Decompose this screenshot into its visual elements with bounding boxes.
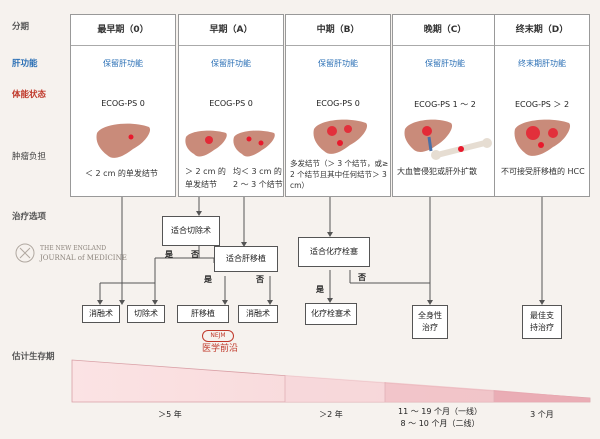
liver-function-value: 终末期肝功能 (518, 59, 566, 68)
liver-illustration (185, 130, 227, 157)
nejm-logo: THE NEW ENGLAND JOURNAL of MEDICINE (14, 242, 134, 266)
tumor-lesion (205, 136, 213, 144)
treatment-row-label: 治疗选项 (12, 212, 47, 222)
treatment-chemoembolization: 化疗栓塞术 (305, 303, 357, 325)
transplant-fit-decision: 适合肝移植 (214, 246, 278, 272)
no-label: 否 (256, 275, 264, 284)
tumor-burden-desc: 多发结节（＞ 3 个结节，或≥ 2 个结节且其中任何结节＞ 3 cm） (290, 159, 389, 190)
stage-column-advanced: 晚期（C） 保留肝功能 ECOG-PS 1 ～ 2 大血管侵犯或肝外扩散 (392, 14, 498, 197)
tumor-lesion (344, 125, 352, 133)
ecog-value: ECOG-PS 0 (316, 99, 360, 108)
survival-advanced-second-line: 8 ～ 10 个月（二线） (400, 419, 480, 428)
bone-icon (431, 138, 492, 160)
stage-column-terminal: 终末期（D） 终末期肝功能 ECOG-PS ＞ 2 不可接受肝移植的 HCC (494, 14, 590, 197)
nejm-seal-icon (15, 243, 35, 263)
tumor-burden-desc: ＜ 2 cm 的单发结节 (85, 169, 158, 178)
vessel-icon (427, 136, 433, 152)
tumor-lesion (246, 136, 252, 142)
stage-column-early: 早期（A） 保留肝功能 ECOG-PS 0 ＞ 2 cm 的单发结节 均＜ 3 … (178, 14, 284, 197)
tumor-burden-desc: 大血管侵犯或肝外扩散 (397, 167, 477, 176)
liver-illustration (233, 130, 275, 157)
ecog-value: ECOG-PS ＞ 2 (514, 100, 570, 109)
nejm-cn-logo: NEJM 医学前沿 (202, 328, 272, 354)
survival-very-early: ＞5 年 (158, 410, 182, 419)
liver-illustration (313, 119, 368, 154)
treatment-systemic: 全身性治疗 (412, 305, 448, 339)
yes-label: 是 (165, 250, 173, 259)
liver-illustration (96, 123, 151, 158)
stage-row-label: 分期 (12, 22, 30, 32)
survival-advanced-first-line: 11 ～ 19 个月（一线） (398, 407, 482, 416)
nejm-cn-text: 医学前沿 (202, 344, 239, 354)
ecog-value: ECOG-PS 1 ～ 2 (414, 100, 476, 109)
tumor-lesion (258, 140, 264, 146)
nejm-logo-line1: THE NEW ENGLAND (40, 245, 107, 252)
resection-fit-decision: 适合切除术 (162, 216, 220, 246)
liver-function-value: 保留肝功能 (425, 59, 465, 68)
liver-function-value: 保留肝功能 (103, 59, 143, 68)
liver-illustration (404, 119, 453, 152)
stage-column-very-early: 最早期（0） 保留肝功能 ECOG-PS 0 ＜ 2 cm 的单发结节 (70, 14, 176, 197)
stage-title: 中期（B） (286, 15, 390, 46)
liver-function-value: 保留肝功能 (318, 59, 358, 68)
survival-row-label: 估计生存期 (12, 352, 55, 362)
stage-title: 终末期（D） (495, 15, 589, 46)
tumor-lesion (538, 142, 544, 148)
tumor-lesion (337, 140, 343, 146)
stage-column-intermediate: 中期（B） 保留肝功能 ECOG-PS 0 多发结节（＞ 3 个结节，或≥ 2 … (285, 14, 391, 197)
treatment-ablation: 消融术 (238, 305, 278, 323)
tumor-lesion (422, 126, 432, 136)
tumor-lesion (526, 126, 540, 140)
tumor-burden-row-label: 肿瘤负担 (12, 152, 47, 162)
no-label: 否 (358, 273, 366, 282)
tumor-lesion (327, 126, 337, 136)
liver-illustration (514, 119, 571, 156)
nejm-cn-badge: NEJM (202, 330, 234, 342)
treatment-best-support: 最佳支持治疗 (522, 305, 562, 339)
stage-title: 早期（A） (179, 15, 283, 46)
survival-advanced: 11 ～ 19 个月（一线） 8 ～ 10 个月（二线） (384, 406, 496, 430)
treatment-ablation: 消融术 (82, 305, 120, 323)
treatment-transplant: 肝移植 (177, 305, 229, 323)
stage-title: 晚期（C） (393, 15, 497, 46)
yes-label: 是 (204, 275, 212, 284)
yes-label: 是 (316, 285, 324, 294)
treatment-resection: 切除术 (127, 305, 165, 323)
survival-terminal: 3 个月 (530, 410, 554, 419)
nejm-logo-line2: JOURNAL of MEDICINE (40, 254, 127, 262)
liver-function-row-label: 肝功能 (12, 59, 38, 69)
no-label: 否 (191, 250, 199, 259)
tumor-lesion (548, 128, 558, 138)
tumor-burden-desc-single: ＞ 2 cm 的单发结节 (185, 167, 226, 189)
ecog-value: ECOG-PS 0 (101, 99, 145, 108)
survival-intermediate: ＞2 年 (319, 410, 343, 419)
tumor-burden-desc: 不可接受肝移植的 HCC (501, 167, 585, 176)
stage-title: 最早期（0） (71, 15, 175, 46)
performance-status-row-label: 体能状态 (12, 90, 47, 100)
chemoembolization-fit-decision: 适合化疗栓塞 (298, 237, 370, 267)
liver-function-value: 保留肝功能 (211, 59, 251, 68)
tumor-lesion (128, 134, 134, 140)
ecog-value: ECOG-PS 0 (209, 99, 253, 108)
tumor-burden-desc-multi: 均＜ 3 cm 的 2 ～ 3 个结节 (233, 167, 283, 189)
